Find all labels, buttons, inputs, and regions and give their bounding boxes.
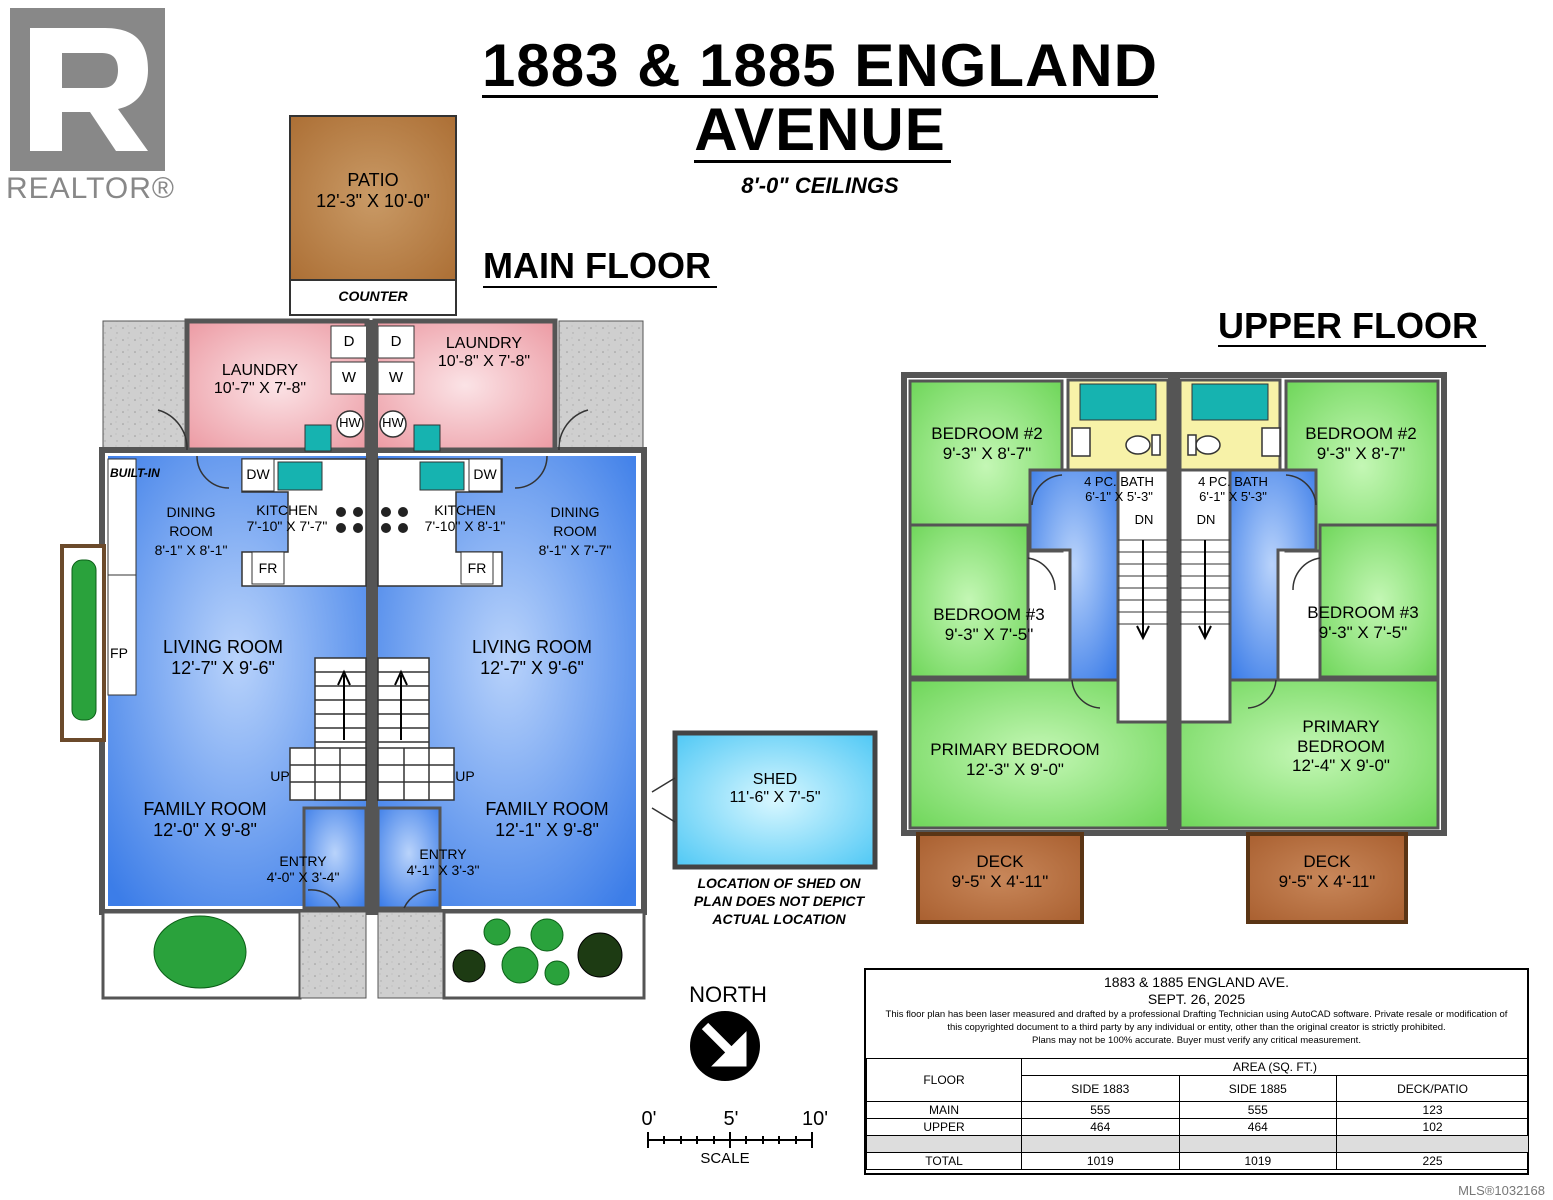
counter-label: COUNTER (338, 288, 408, 304)
up-right: UP (455, 768, 475, 784)
scale-0: 0' (641, 1108, 657, 1130)
fireplace-label: FP (110, 645, 128, 661)
scale-5: 5' (723, 1108, 739, 1130)
up-left: UP (270, 768, 290, 784)
title-underline-2 (694, 160, 951, 163)
info-disclaimer-2: this copyrighted document to a third par… (947, 1022, 1446, 1033)
dryer-right: D (390, 333, 402, 350)
area-table: FLOOR AREA (SQ. FT.) SIDE 1883 SIDE 1885… (866, 1058, 1529, 1170)
col-side-1883: SIDE 1883 (1021, 1075, 1180, 1102)
table-row: MAIN 555 555 123 (866, 1101, 1529, 1119)
info-address: 1883 & 1885 ENGLAND AVE. (1104, 974, 1289, 990)
plan-title-line2: AVENUE (694, 96, 946, 163)
dishwasher-right: DW (473, 466, 497, 482)
main-floor-label: MAIN FLOOR (483, 245, 711, 286)
built-in-label: BUILT-IN (110, 466, 160, 480)
realtor-logo-icon (10, 8, 165, 171)
col-floor-header: FLOOR (866, 1058, 1022, 1102)
fridge-right: FR (467, 560, 487, 576)
table-total-row: TOTAL 1019 1019 225 (866, 1152, 1529, 1170)
washer-right: W (388, 369, 404, 386)
ceiling-height: 8'-0" CEILINGS (741, 173, 899, 198)
title-underline-1 (482, 95, 1158, 98)
info-disclaimer-1: This floor plan has been laser measured … (885, 1009, 1508, 1020)
hot-water-left: HW (339, 415, 361, 430)
dryer-left: D (343, 333, 355, 350)
hot-water-right: HW (382, 415, 404, 430)
north-label: NORTH (689, 982, 767, 1007)
info-date: SEPT. 26, 2025 (1147, 991, 1246, 1007)
fridge-left: FR (258, 560, 278, 576)
info-table: 1883 & 1885 ENGLAND AVE. SEPT. 26, 2025 … (864, 968, 1529, 1175)
dishwasher-left: DW (246, 466, 270, 482)
mls-number: MLS®1032168 (1458, 1183, 1545, 1198)
realtor-wordmark: REALTOR® (6, 172, 176, 205)
plan-title-line1: 1883 & 1885 ENGLAND (482, 32, 1158, 99)
scale-bar (647, 1132, 813, 1148)
table-row: UPPER 464 464 102 (866, 1118, 1529, 1136)
area-header: AREA (SQ. FT.) (1021, 1058, 1529, 1076)
scale-10: 10' (801, 1108, 829, 1130)
scale-label: SCALE (700, 1150, 750, 1167)
table-gap-row (866, 1135, 1529, 1153)
dn-left: DN (1134, 512, 1154, 527)
dn-right: DN (1196, 512, 1216, 527)
main-floor-underline (483, 286, 717, 288)
upper-floor-label: UPPER FLOOR (1218, 305, 1479, 346)
col-deck-patio: DECK/PATIO (1336, 1075, 1529, 1102)
upper-floor-underline (1218, 345, 1486, 347)
col-side-1885: SIDE 1885 (1178, 1075, 1338, 1102)
info-disclaimer-3: Plans may not be 100% accurate. Buyer mu… (1032, 1035, 1361, 1046)
washer-left: W (341, 369, 357, 386)
